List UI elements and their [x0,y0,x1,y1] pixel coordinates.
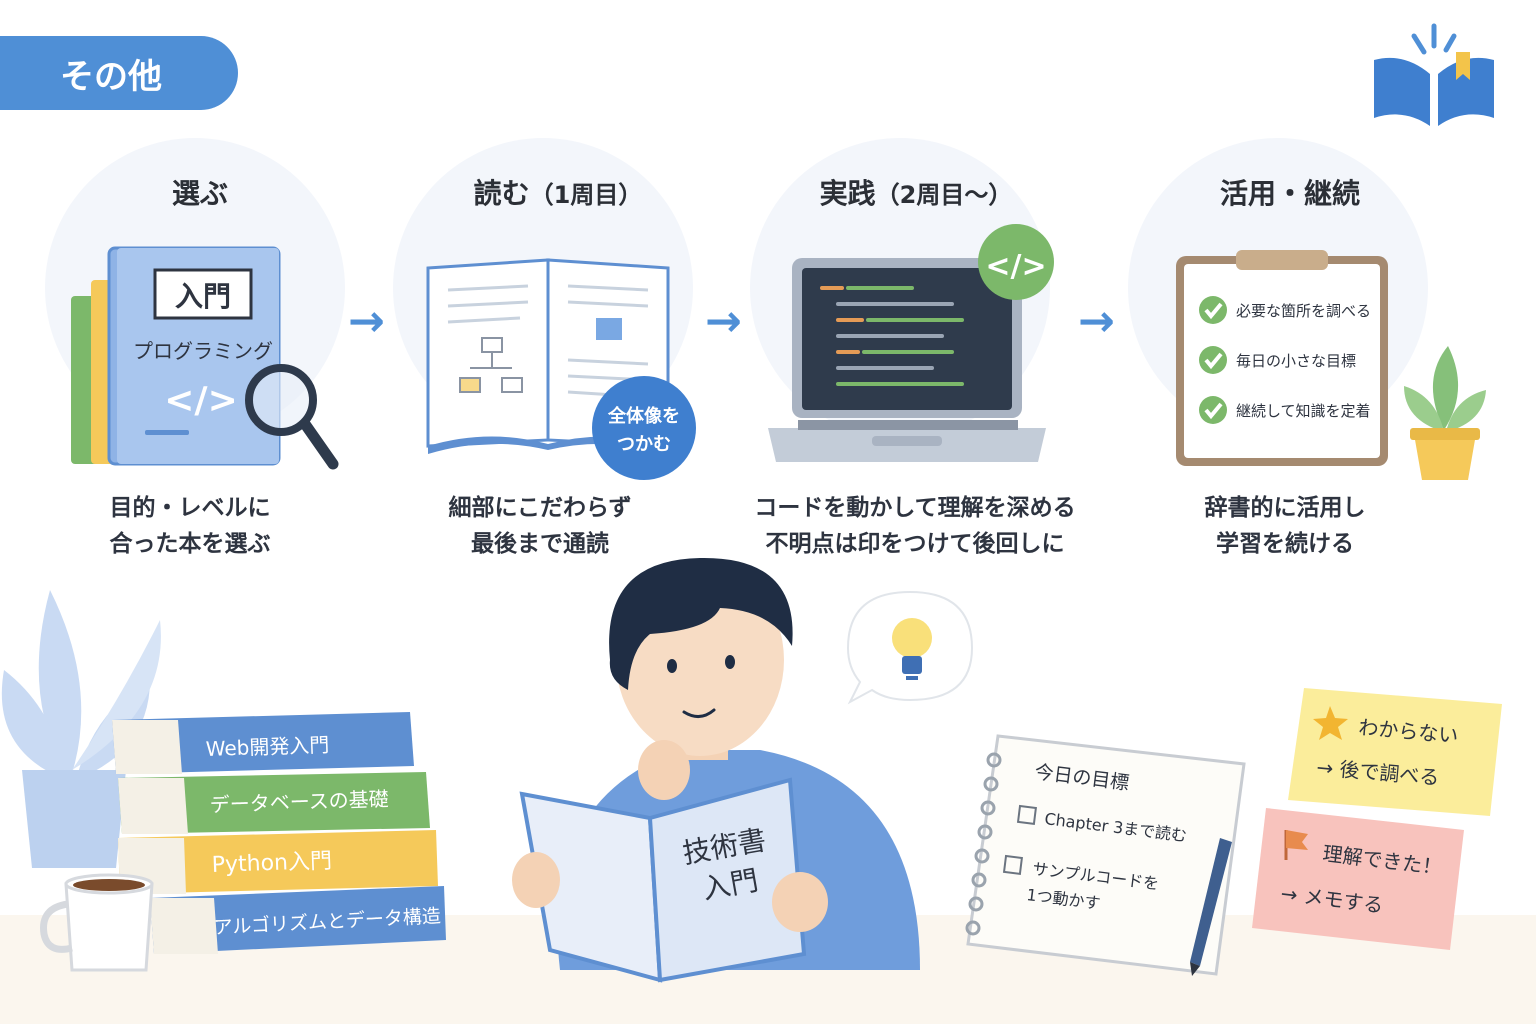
sticky-note-pink: 理解できた！ → メモする [1252,808,1464,950]
person-reading-illustration: 技術書 入門 [512,557,920,983]
idea-lightbulb-icon [846,590,974,705]
coffee-cup-icon [40,873,154,972]
laptop-code-illustration: </> [768,224,1054,462]
checklist-item: 毎日の小さな目標 [1236,352,1356,370]
section-title: その他 [60,56,162,97]
overview-badge-line1: 全体像を [607,405,680,427]
book-label: 入門 [175,280,231,313]
checklist-item: 継続して知識を定着 [1236,402,1371,420]
clipboard-checklist: 必要な箇所を調べる 毎日の小さな目標 継続して知識を定着 [1176,250,1388,466]
arrow-right-icon: → [348,296,385,347]
step-3-description: コードを動かして理解を深める不明点は印をつけて後回しに [754,495,1076,557]
potted-plant-icon [1404,346,1486,480]
book-spine-title: Web開発入門 [205,733,329,761]
step-3-title: 実践（2周目〜） [819,177,1013,210]
overview-badge-line2: つかむ [617,434,671,455]
open-book-logo-icon [1374,23,1494,126]
arrow-right-icon: → [705,296,742,347]
decorative-plant-icon [1,590,161,868]
book-subtitle: プログラミング [133,339,273,363]
programming-book-illustration: 入門 プログラミング </> [71,246,339,470]
step-1-title: 選ぶ [171,177,228,210]
spiral-notebook: 今日の目標 Chapter 3まで読む サンプルコードを 1つ動かす [965,734,1246,976]
checklist-item: 必要な箇所を調べる [1236,302,1371,320]
open-book-illustration: 全体像を つかむ [426,258,696,480]
code-symbol: </> [164,380,237,421]
step-1-description: 目的・レベルに合った本を選ぶ [109,495,271,557]
book-stack: Web開発入門 データベースの基礎 Python入門 アルゴリズムとデータ構造 [112,712,446,954]
step-2-title: 読む（1周目） [473,177,643,210]
step-4-title: 活用・継続 [1219,177,1360,210]
pen-icon [1190,838,1232,976]
section-header-tab: その他 [0,36,238,110]
arrow-right-icon: → [1078,296,1115,347]
step-2-description: 細部にこだわらず最後まで通読 [448,495,632,557]
book-spine-title: Python入門 [211,849,332,878]
step-4-description: 辞書的に活用し学習を続ける [1204,495,1366,557]
sticky-note-yellow: わからない → 後で調べる [1288,688,1502,816]
code-badge-icon: </> [985,249,1046,284]
